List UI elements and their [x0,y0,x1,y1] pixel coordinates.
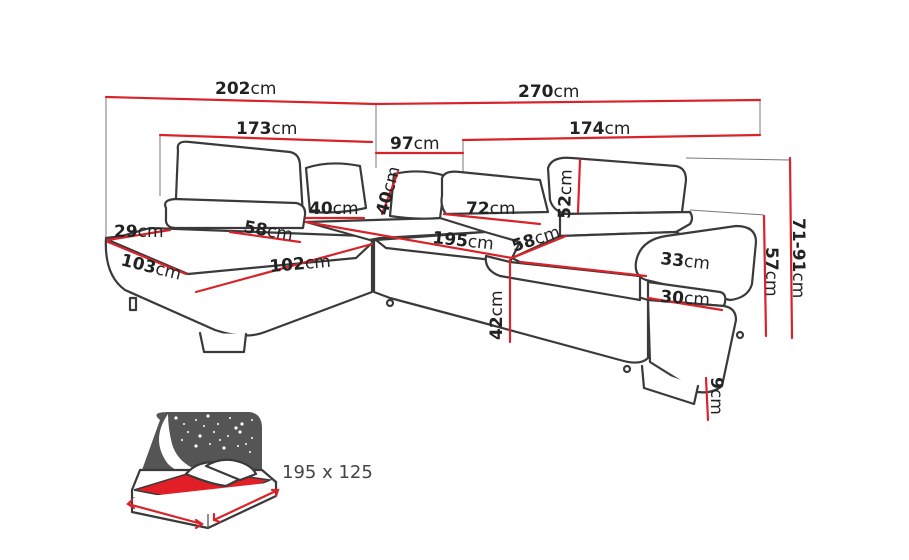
bed-size-label: 195 x 125 [282,462,373,483]
dim-line-headrest-width [442,212,542,226]
label-left-seat-width: 173cm [236,119,297,139]
stars-icon [174,414,253,453]
dim-line-total-left [104,95,378,106]
dim-line-main-seat-length [304,220,514,260]
label-corner-width: 97cm [390,134,440,154]
dim-line-left-seat-width [158,133,374,144]
dim-line-pillow-height [380,170,400,216]
label-armrest-top: 33cm [659,249,710,274]
dim-line-right-seat-width [461,133,762,142]
dim-line-height-back [762,214,768,338]
bed-inset: 195 x 125 [126,412,373,530]
label-main-seat-length: 195cm [431,228,494,254]
label-pillow-width: 40cm [309,199,359,219]
label-seat-height: 42cm [487,290,507,340]
dimension-labels: 202cm 270cm 173cm 97cm 174cm 29cm 58cm 4… [114,79,808,415]
dim-line-armrest-inner [646,296,724,312]
dim-line-total-right [374,98,762,106]
label-leg-height: 9cm [706,377,726,415]
dim-line-main-seat-depth [510,234,568,260]
dim-line-backrest-height [576,158,582,214]
dim-line-armrest-top [518,260,648,278]
label-height-back: 57cm [761,247,781,297]
dimension-lines [104,95,794,422]
label-armrest-inner: 30cm [660,287,711,310]
dim-line-left-seat-inner [228,230,302,244]
sofa-outline [104,97,791,406]
label-headrest-width: 72cm [466,199,516,219]
dim-line-leg-height [704,376,710,422]
label-total-left: 202cm [215,79,276,99]
label-chaise-length: 102cm [269,252,332,277]
label-backrest-height: 52cm [555,169,577,219]
label-armrest-left: 29cm [114,222,164,242]
label-height-range: 71-91cm [788,218,808,298]
label-total-right: 270cm [518,82,579,102]
dim-line-chaise-length [194,242,374,294]
dim-line-armrest-left [106,228,172,242]
dim-line-chaise-depth [106,240,188,276]
dim-line-height-range [788,156,794,340]
label-left-seat-inner: 58cm [242,217,294,245]
label-right-seat-width: 174cm [569,119,630,139]
